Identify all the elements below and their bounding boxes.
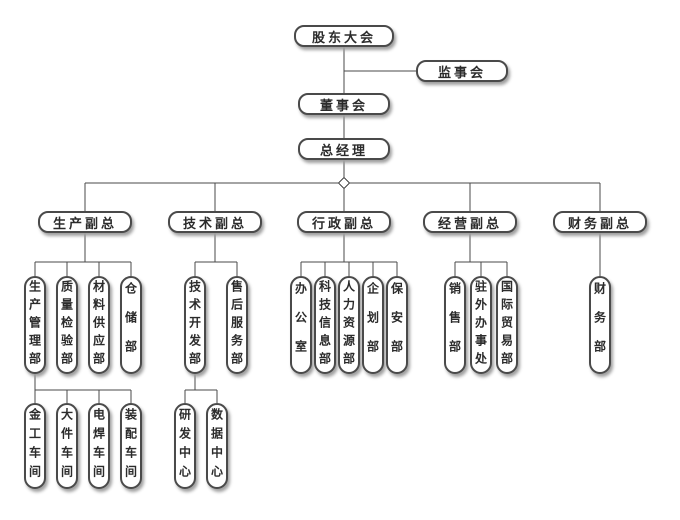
node-supervisory-board: 监事会: [416, 60, 508, 82]
node-dept-material-supply: 材料供应部: [88, 276, 110, 374]
node-center-data: 数据中心: [206, 403, 228, 489]
node-deputy-gm-production: 生产副总: [38, 211, 132, 233]
node-dept-production-management: 生产管理部: [24, 276, 46, 374]
node-dept-office: 办公室: [290, 276, 312, 374]
node-dept-after-sales-service: 售后服务部: [226, 276, 248, 374]
node-board-of-directors: 董事会: [298, 93, 390, 115]
node-dept-security: 保安部: [386, 276, 408, 374]
node-deputy-gm-finance: 财务副总: [553, 211, 647, 233]
node-dept-field-offices: 驻外办事处: [470, 276, 492, 374]
node-deputy-gm-technology: 技术副总: [168, 211, 262, 233]
node-dept-technology-development: 技术开发部: [184, 276, 206, 374]
node-general-manager: 总经理: [298, 138, 390, 160]
node-workshop-metalwork: 金工车间: [24, 403, 46, 489]
node-dept-international-trade: 国际贸易部: [496, 276, 518, 374]
node-dept-finance: 财务部: [589, 276, 611, 374]
node-shareholders-meeting: 股东大会: [294, 25, 394, 47]
node-dept-sales: 销售部: [444, 276, 466, 374]
node-dept-planning: 企划部: [362, 276, 384, 374]
junction-diamond-icon: [337, 176, 351, 190]
node-dept-warehouse: 仓储部: [120, 276, 142, 374]
node-workshop-large-parts: 大件车间: [56, 403, 78, 489]
node-dept-quality-inspection: 质量检验部: [56, 276, 78, 374]
node-workshop-assembly: 装配车间: [120, 403, 142, 489]
node-center-rnd: 研发中心: [174, 403, 196, 489]
node-deputy-gm-operations: 经营副总: [423, 211, 517, 233]
node-workshop-welding: 电焊车间: [88, 403, 110, 489]
node-deputy-gm-admin: 行政副总: [297, 211, 391, 233]
node-dept-tech-information: 科技信息部: [314, 276, 336, 374]
node-dept-human-resources: 人力资源部: [338, 276, 360, 374]
